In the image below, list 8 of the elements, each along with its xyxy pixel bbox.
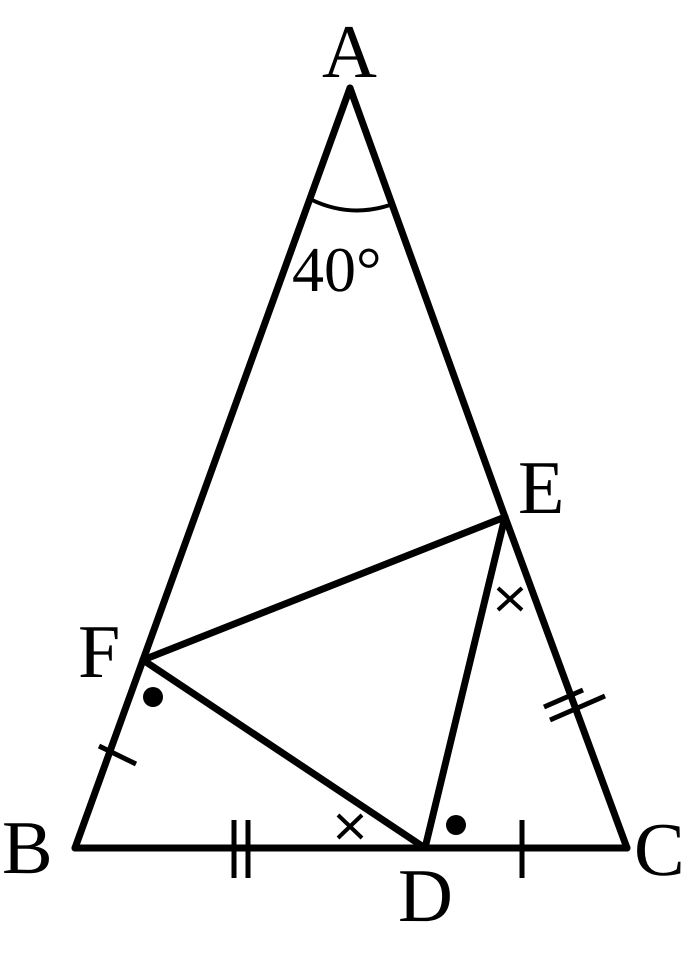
vertex-label: C <box>634 812 685 888</box>
angle-label: 40° <box>292 238 382 302</box>
vertex-label: A <box>322 14 377 90</box>
vertex-label: F <box>78 614 120 690</box>
vertex-label: D <box>398 858 453 934</box>
vertex-label: E <box>518 450 564 526</box>
line-segment <box>140 514 508 664</box>
vertex-label: B <box>2 810 53 886</box>
